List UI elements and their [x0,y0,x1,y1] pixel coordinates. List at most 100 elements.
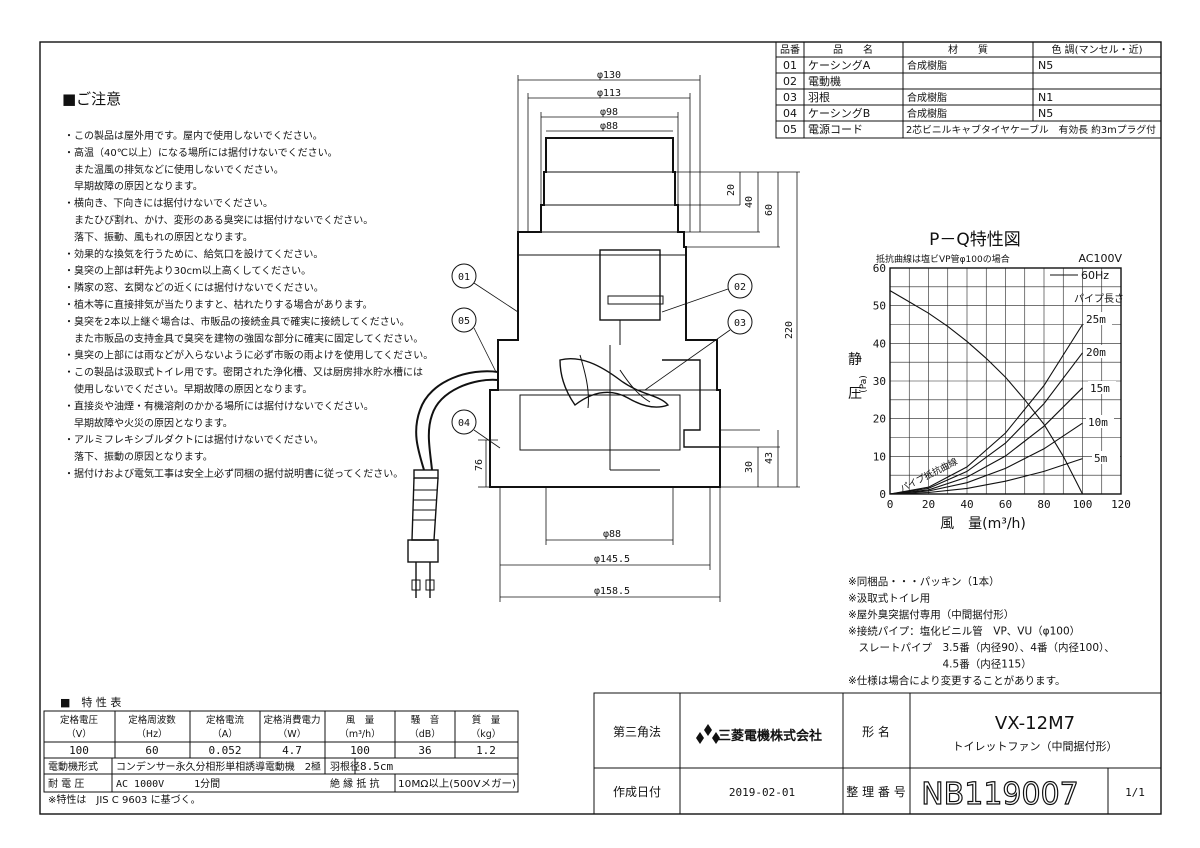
dim-20: 20 [726,184,737,196]
svg-text:N1: N1 [1038,91,1053,104]
spec-header: 定格周波数 [128,714,176,726]
note-line: ・臭突を2本以上継ぐ場合は、市販品の接続金具で確実に接続してください。 [64,315,410,328]
svg-text:N5: N5 [1038,59,1053,72]
dim-43: 43 [764,452,775,464]
x-tick-label: 20 [922,498,935,511]
insulation-value: 10MΩ以上(500Vメガー) [398,778,516,790]
parts-header-color: 色 調(マンセル・近) [1052,43,1143,56]
svg-text:N5: N5 [1038,107,1053,120]
pq-curve-60hz [889,290,1083,495]
fan-cross-section: φ130 φ113 φ98 φ88 20 40 60 220 30 43 76 [407,70,800,602]
pipe-label-bg [1088,381,1116,394]
pipe-length-20m: 20m [1086,346,1106,359]
motor-type-value: コンデンサー永久分相形単相誘導電動機 2極 [116,760,321,773]
accessory-line: ※仕様は場合により変更することがあります。 [848,674,1066,687]
model-label: 形 名 [862,724,890,739]
spec-value: 100 [350,744,370,757]
dim-40: 40 [744,196,755,208]
spec-value: 100 [69,744,89,757]
y-tick-label: 20 [873,413,886,426]
dim-phi145-5: φ145.5 [594,554,630,565]
x-tick-label: 120 [1111,498,1131,511]
dim-76: 76 [474,459,485,471]
note-line: ・臭突の上部は軒先より30cm以上高くしてください。 [64,264,311,277]
svg-text:電動機: 電動機 [808,74,841,88]
dim-phi88: φ88 [600,121,618,132]
pipe-length-15m: 15m [1090,382,1110,395]
pq-chart: P－Q特性図 抵抗曲線は塩ビVP管φ100の場合 AC100V 60Hz パイプ… [848,230,1131,532]
motor [599,249,661,321]
spec-value: 1.2 [476,744,496,757]
pipe-length-10m: 10m [1088,416,1108,429]
pipe-label-bg [1084,312,1112,325]
accessory-line: ※汲取式トイレ用 [848,592,930,605]
spec-unit: （kg） [471,728,502,740]
y-label-1: 静 [848,352,862,368]
withstand-label: 耐 電 圧 [48,777,84,790]
dim-phi130: φ130 [597,70,621,81]
parts-table: 品番 品 名 材 質 色 調(マンセル・近) 01 ケーシングA 合成樹脂 N5… [775,41,1162,139]
callout-02: 02 [734,282,746,293]
svg-text:04: 04 [783,107,797,120]
pipe-label-bg [1084,345,1112,358]
spec-unit: （V） [66,728,92,740]
drawing-number: NB119007 [921,777,1079,812]
svg-text:羽根: 羽根 [808,90,830,104]
note-line: ・アルミフレキシブルダクトには据付けないでください。 [64,433,324,446]
spec-heading: ■ 特 性 表 [60,695,121,709]
note-line: ・効果的な換気を行うために、給気口を設けてください。 [64,247,323,260]
svg-text:01: 01 [783,59,797,72]
product-name: トイレットファン（中間据付形） [953,739,1118,753]
accessory-line: スレートパイプ 3.5番（内径90）、4番（内径100）、 [848,641,1115,654]
svg-text:02: 02 [783,75,797,88]
resistance-curve-20m [889,352,1083,495]
accessory-line: ※屋外臭突据付専用（中間据付形） [848,608,1014,621]
callout-05: 05 [458,316,470,327]
x-tick-label: 40 [960,498,973,511]
model-number: VX-12M7 [995,713,1075,734]
spec-value: 36 [418,744,431,757]
note-line: 早期故障の原因となります。 [64,180,203,193]
x-tick-label: 80 [1037,498,1050,511]
mitsubishi-logo-icon [696,724,720,744]
note-line: ・横向き、下向きには据付けないでください。 [64,197,273,210]
note-line: また温風の排気などに使用しないでください。 [64,163,284,176]
svg-text:合成樹脂: 合成樹脂 [907,107,947,120]
svg-text:03: 03 [783,91,797,104]
spec-header: 風 量 [346,715,375,726]
dim-phi98: φ98 [600,107,618,118]
legend-60hz: 60Hz [1081,269,1109,282]
resistance-curve-15m [889,387,1083,495]
spec-header: 質 量 [472,714,501,726]
y-tick-label: 30 [873,375,886,388]
y-tick-label: 10 [873,450,886,463]
spec-unit: （W） [278,728,306,740]
x-label: 風 量(m³/h) [940,516,1026,532]
y-tick-label: 40 [873,337,886,350]
resistance-curve-10m [889,422,1083,495]
x-tick-label: 100 [1073,498,1093,511]
note-line: ・植木等に直接排気が当たりますと、枯れたりする場合があります。 [64,298,373,311]
parts-header-material: 材 質 [948,43,988,56]
pipe-length-25m: 25m [1086,313,1106,326]
chart-subtitle: 抵抗曲線は塩ビVP管φ100の場合 [876,253,1010,265]
note-line: 落下、振動の原因となります。 [64,450,213,463]
svg-text:電源コード: 電源コード [808,122,863,136]
company-name: 三菱電機株式会社 [718,728,822,744]
title-block: 第三角法 三菱電機株式会社 形 名 VX-12M7 トイレットファン（中間据付形… [593,692,1162,815]
x-tick-label: 60 [999,498,1012,511]
note-line: ・直接炎や油煙・有機溶剤のかかる場所には据付けないでください。 [64,399,374,412]
spec-unit: （m³/h） [339,728,380,740]
note-line: また市販品の支持金具で臭突を建物の強固な部分に確実に固定してください。 [64,332,423,345]
withstand-value: AC 1000V 1分間 [116,778,220,790]
accessory-line: ※同梱品・・・パッキン（1本） [848,575,1000,588]
svg-text:合成樹脂: 合成樹脂 [907,59,947,72]
callout-01: 01 [458,272,470,283]
note-line: ・この製品は屋外用です。屋内で使用しないでください。 [64,129,323,142]
pipe-length-label: パイプ長さ [1074,293,1124,305]
dim-phi88-bottom: φ88 [603,529,621,540]
chart-power: AC100V [1078,252,1122,265]
accessories: ※同梱品・・・パッキン（1本） ※汲取式トイレ用 ※屋外臭突据付専用（中間据付形） ※… [848,575,1115,687]
spec-header: 定格電流 [206,714,245,726]
note-line: 使用しないでください。早期故障の原因となります。 [64,383,312,396]
